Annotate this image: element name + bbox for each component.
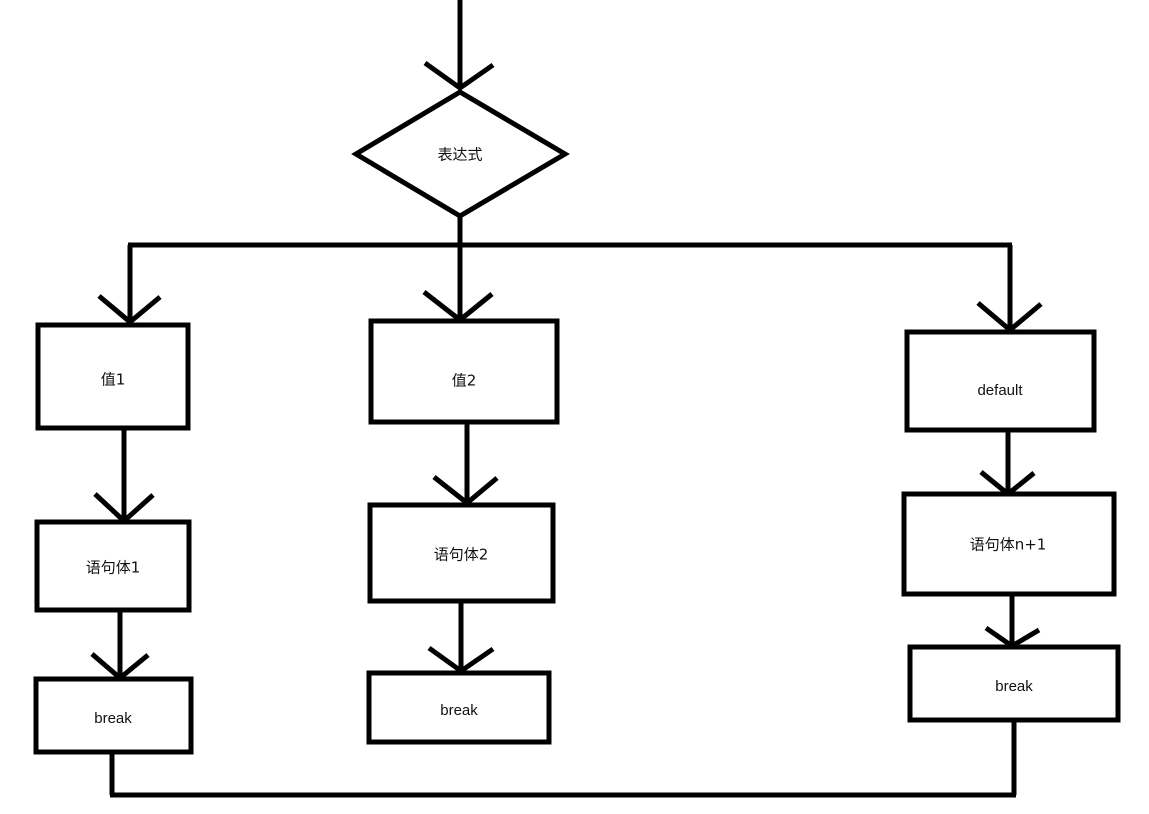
edge-decision-to-case1	[97, 245, 162, 326]
edge-entry-to-decision	[423, 0, 495, 92]
edge-merge-to-exit	[109, 720, 1017, 798]
edge-case2-body-to-break	[427, 601, 495, 675]
node-case1-break[interactable]: break	[33, 676, 194, 755]
edge-decision-to-default	[976, 245, 1043, 334]
node-default-body[interactable]: 语句体n+1	[901, 491, 1117, 597]
node-case2-value[interactable]: 值2	[368, 318, 560, 425]
node-default-break[interactable]: break	[907, 644, 1121, 723]
node-default-body-label: 语句体n+1	[970, 536, 1047, 554]
node-case1-break-label: break	[94, 710, 132, 727]
node-default-value-label: default	[977, 382, 1023, 399]
edge-case2-value-to-body	[432, 422, 499, 507]
edge-case1-value-to-body	[93, 428, 155, 525]
node-decision[interactable]: 表达式	[351, 89, 570, 219]
edge-default-body-to-break	[984, 594, 1041, 649]
node-default-break-label: break	[995, 678, 1033, 695]
node-case1-value[interactable]: 值1	[35, 322, 191, 431]
edge-decision-branch-bus	[128, 216, 1012, 248]
node-case2-value-label: 值2	[452, 372, 477, 390]
edge-decision-to-case2	[422, 245, 494, 324]
edge-case1-body-to-break	[90, 610, 150, 682]
node-case2-break-label: break	[440, 702, 478, 719]
edge-default-value-to-body	[979, 430, 1036, 498]
node-case1-body-label: 语句体1	[86, 559, 141, 577]
node-decision-label: 表达式	[437, 146, 482, 164]
node-case1-body[interactable]: 语句体1	[34, 519, 192, 613]
node-case1-value-label: 值1	[101, 371, 126, 389]
node-case2-body-label: 语句体2	[434, 546, 489, 564]
node-case2-body[interactable]: 语句体2	[367, 502, 556, 604]
node-case2-break[interactable]: break	[366, 670, 552, 745]
node-default-value[interactable]: default	[904, 329, 1097, 433]
